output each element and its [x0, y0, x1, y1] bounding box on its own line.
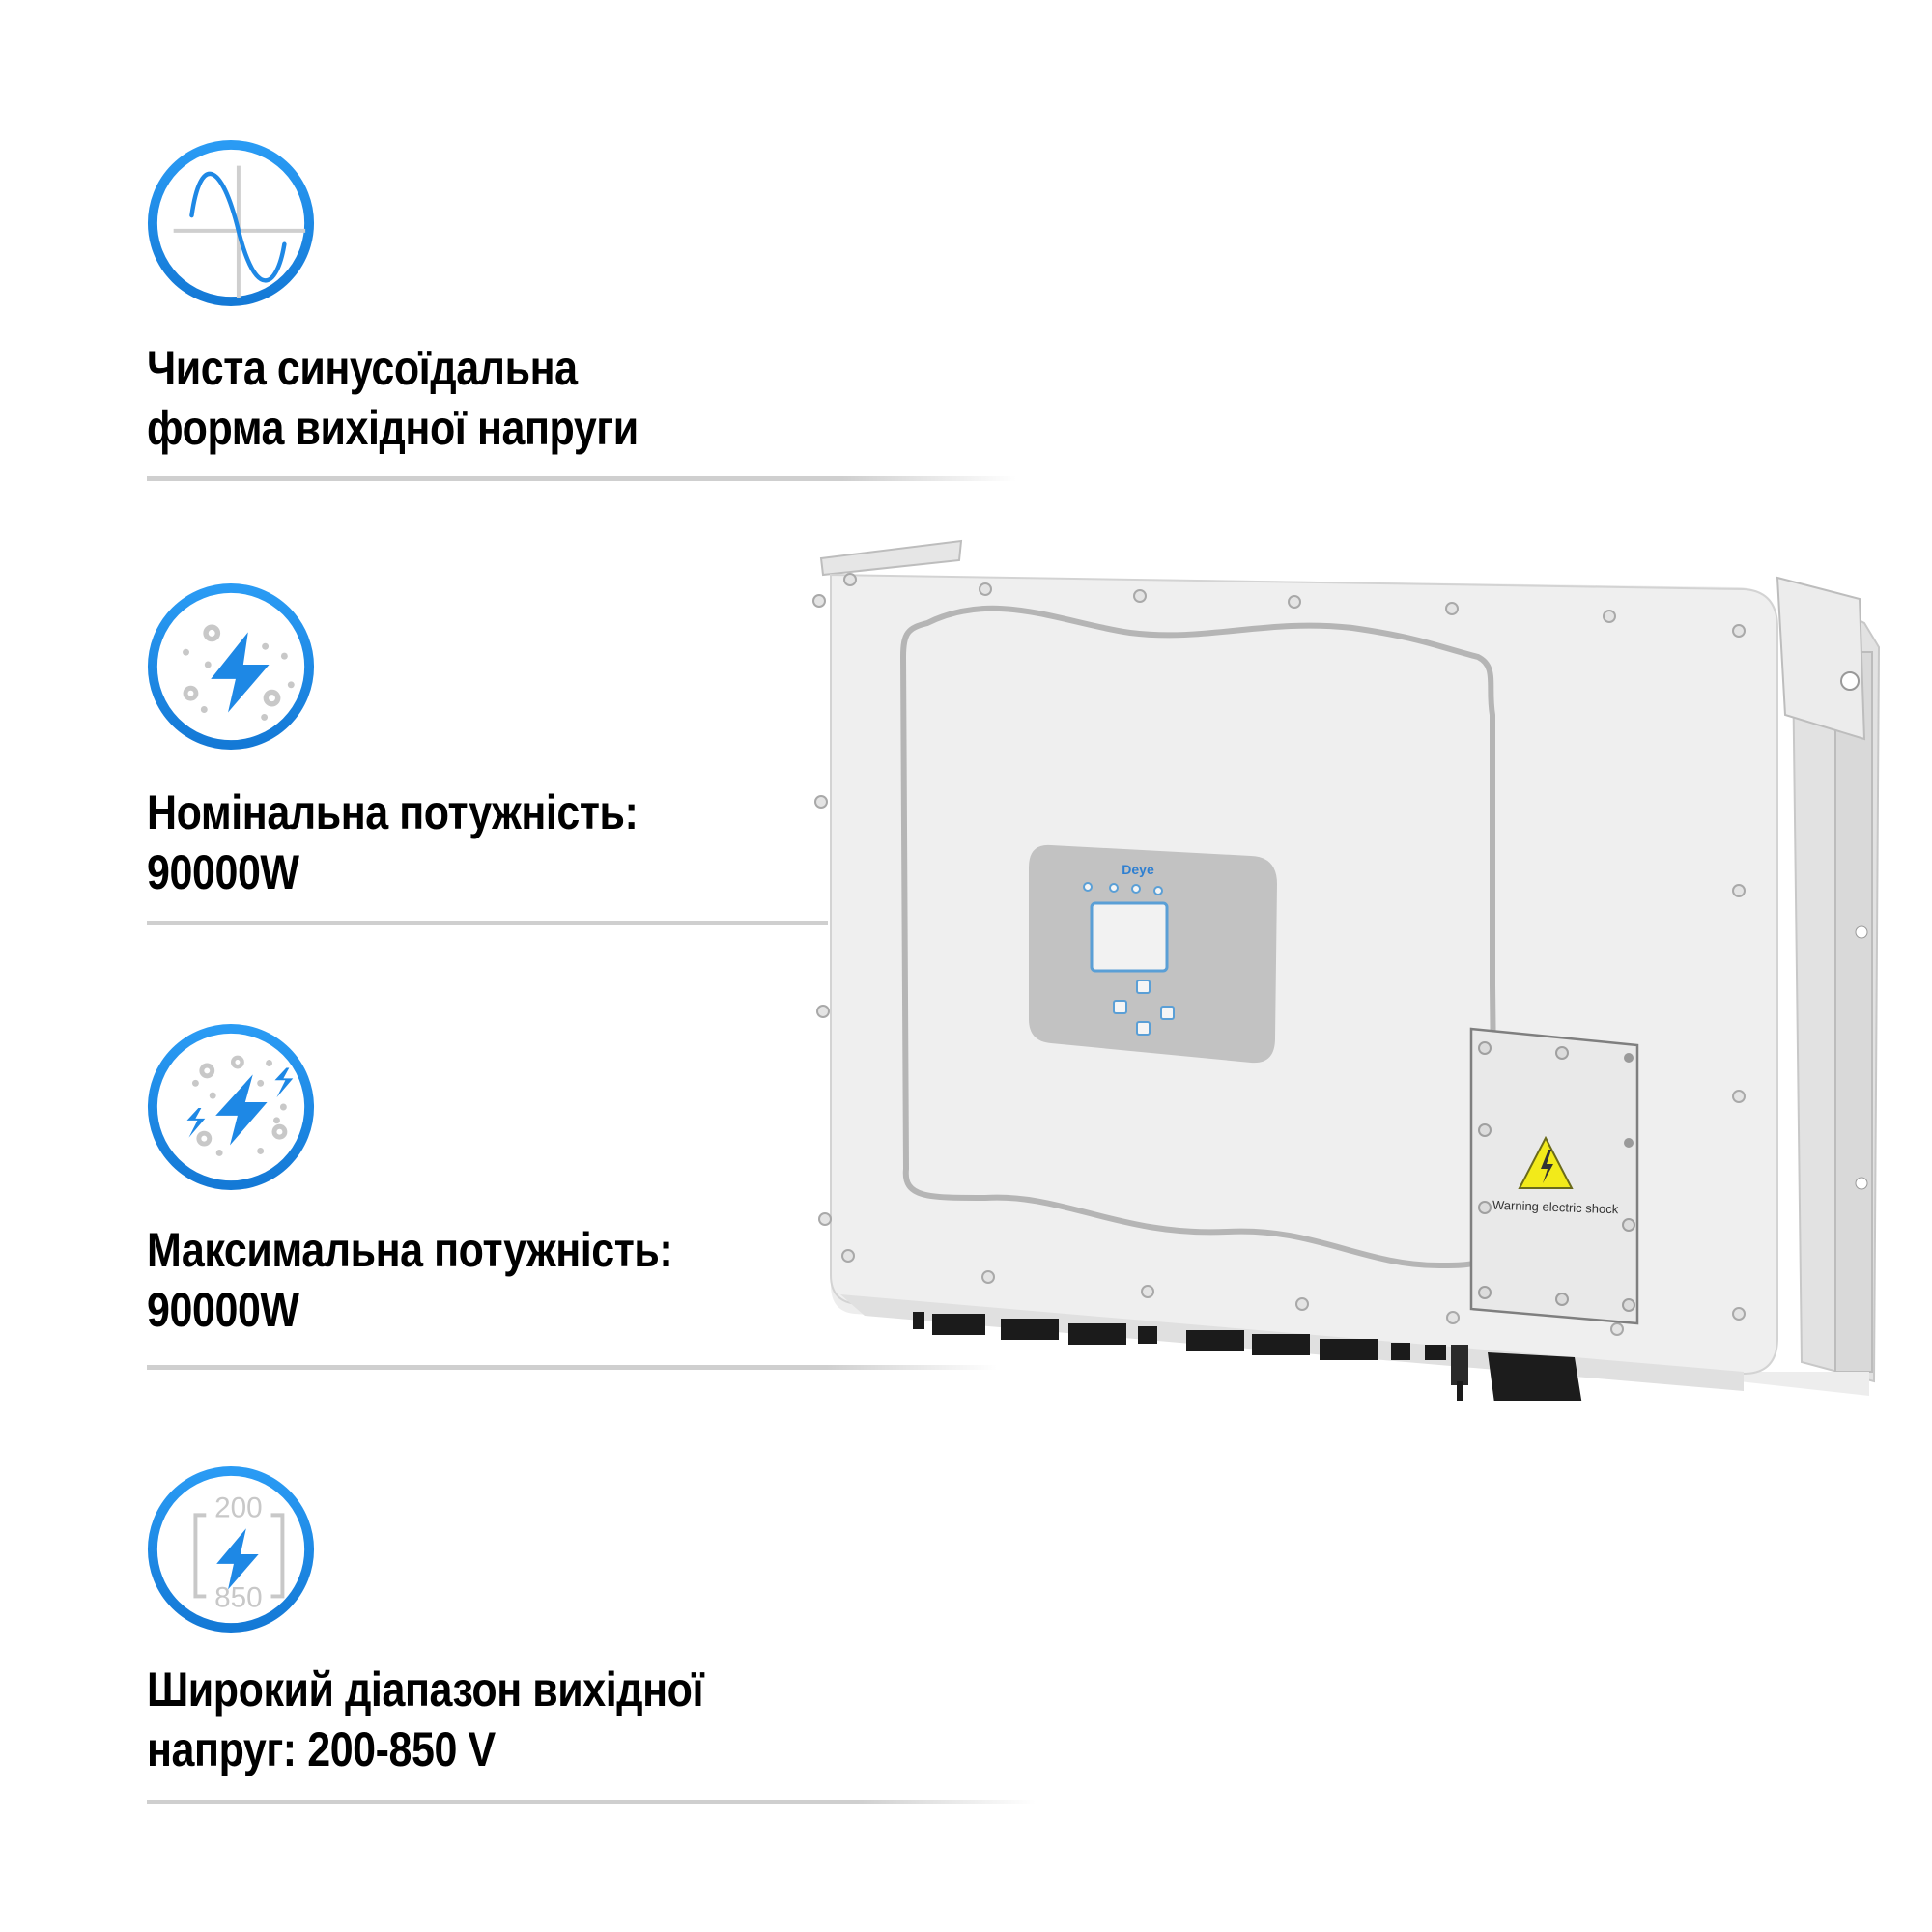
- feature-line-2: напруг: 200-850 V: [147, 1722, 496, 1776]
- feature-voltage-range-text: Широкий діапазон вихідної напруг: 200-85…: [147, 1660, 704, 1779]
- feature-line-2: форма вихідної напруги: [147, 401, 639, 455]
- range-bottom-label: 850: [214, 1581, 262, 1613]
- brand-logo: Deye: [1122, 862, 1154, 877]
- divider: [147, 1365, 997, 1370]
- feature-pure-sine-text: Чиста синусоїдальна форма вихідної напру…: [147, 338, 639, 458]
- voltage-range-icon: 200 850: [145, 1463, 317, 1635]
- divider: [147, 921, 828, 925]
- feature-line-2: 90000W: [147, 845, 299, 899]
- inverter-product-image: Deye Warning electric shock: [811, 531, 1922, 1401]
- divider: [147, 1800, 1036, 1804]
- feature-line-1: Номінальна потужність:: [147, 785, 639, 839]
- feature-max-power-text: Максимальна потужність: 90000W: [147, 1220, 673, 1340]
- feature-line-1: Широкий діапазон вихідної: [147, 1662, 704, 1717]
- sine-wave-icon: [147, 139, 315, 307]
- divider: [147, 476, 1016, 481]
- warning-label: Warning electric shock: [1492, 1198, 1619, 1217]
- feature-nominal-power-text: Номінальна потужність: 90000W: [147, 782, 639, 902]
- feature-line-1: Чиста синусоїдальна: [147, 341, 578, 395]
- feature-line-2: 90000W: [147, 1283, 299, 1337]
- multiple-lightning-bolts-icon: [147, 1023, 315, 1191]
- lightning-bolt-icon: [147, 582, 315, 751]
- feature-line-1: Максимальна потужність:: [147, 1223, 673, 1277]
- range-top-label: 200: [214, 1492, 262, 1523]
